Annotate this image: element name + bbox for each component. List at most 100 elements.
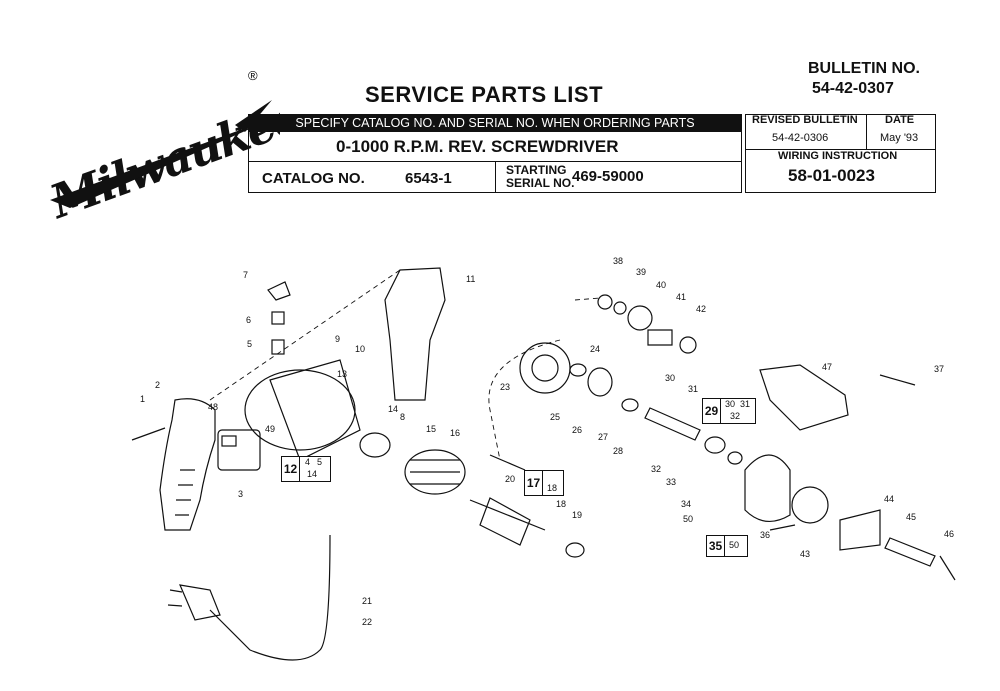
clutch-housing xyxy=(744,454,791,522)
callout-23: 23 xyxy=(500,382,510,392)
brush-holder xyxy=(267,281,291,301)
callout-38: 38 xyxy=(613,256,623,266)
callout-20: 20 xyxy=(505,474,515,484)
callout-39: 39 xyxy=(636,267,646,277)
callout-28: 28 xyxy=(613,446,623,456)
kit-12: 12 4 5 14 xyxy=(281,456,331,482)
bulletin-label: BULLETIN NO. xyxy=(808,60,920,77)
kit-sub-number: 4 xyxy=(305,457,311,467)
handle-housing xyxy=(159,398,216,531)
belt-hook xyxy=(759,364,849,431)
kit-sub-number: 30 xyxy=(725,399,736,409)
callout-3: 3 xyxy=(238,489,243,499)
revised-bulletin-label: REVISED BULLETIN xyxy=(752,114,858,126)
kit-main-number: 35 xyxy=(707,536,725,556)
bulletin-number: 54-42-0307 xyxy=(812,80,894,97)
gear-case-back xyxy=(384,267,446,401)
callout-16: 16 xyxy=(450,428,460,438)
callout-36: 36 xyxy=(760,530,770,540)
kit-35: 35 50 xyxy=(706,535,748,557)
switch xyxy=(217,429,261,471)
serial-box xyxy=(495,161,742,193)
cord xyxy=(209,534,331,661)
callout-40: 40 xyxy=(656,280,666,290)
brush-spring xyxy=(271,339,285,355)
callout-1: 1 xyxy=(140,394,145,404)
callout-14: 14 xyxy=(388,404,398,414)
product-name: 0-1000 R.P.M. REV. SCREWDRIVER xyxy=(336,137,619,156)
kit-sub-number: 50 xyxy=(729,540,740,550)
field-housing xyxy=(244,369,356,451)
kit-sub-number: 14 xyxy=(307,469,318,479)
callout-8: 8 xyxy=(400,412,405,422)
callout-41: 41 xyxy=(676,292,686,302)
milwaukee-logo: Milwaukee ® xyxy=(41,68,280,220)
kit-main-number: 29 xyxy=(703,399,721,423)
catalog-number: 6543-1 xyxy=(405,170,452,187)
serial-number: 469-59000 xyxy=(572,168,644,185)
callout-15: 15 xyxy=(426,424,436,434)
serial-label-line1: STARTING xyxy=(506,163,567,177)
callout-31: 31 xyxy=(688,384,698,394)
callout-22: 22 xyxy=(362,617,372,627)
kit-sub-number: 5 xyxy=(317,457,323,467)
callout-32: 32 xyxy=(651,464,661,474)
gear-large xyxy=(627,305,653,331)
callout-33: 33 xyxy=(666,477,676,487)
kit-main-number: 12 xyxy=(282,457,300,481)
callout-26: 26 xyxy=(572,425,582,435)
callout-24: 24 xyxy=(590,344,600,354)
clutch-ring xyxy=(791,486,829,524)
callout-11: 11 xyxy=(466,274,475,284)
callout-30: 30 xyxy=(665,373,675,383)
spindle xyxy=(644,407,701,441)
callout-46: 46 xyxy=(944,529,954,539)
registered-mark: ® xyxy=(248,68,258,83)
nose-piece xyxy=(839,509,881,551)
gear-case xyxy=(519,342,571,394)
callout-44: 44 xyxy=(884,494,894,504)
revised-bulletin-number: 54-42-0306 xyxy=(772,132,829,144)
callout-21: 21 xyxy=(362,596,372,606)
wiring-instruction-number: 58-01-0023 xyxy=(788,166,875,185)
gear xyxy=(587,367,613,397)
handle-screw xyxy=(131,427,166,441)
wiring-box xyxy=(745,149,936,193)
kit-17: 17 18 xyxy=(524,470,564,496)
date-value: May '93 xyxy=(880,132,919,144)
catalog-label: CATALOG NO. xyxy=(262,170,365,187)
kit-main-number: 17 xyxy=(525,471,543,495)
callout-42: 42 xyxy=(696,304,706,314)
bit-holder xyxy=(884,537,936,567)
callout-49: 49 xyxy=(265,424,275,434)
callout-5: 5 xyxy=(247,339,252,349)
callout-43: 43 xyxy=(800,549,810,559)
callout-6: 6 xyxy=(246,315,251,325)
specify-note: SPECIFY CATALOG NO. AND SERIAL NO. WHEN … xyxy=(248,114,742,132)
bearing xyxy=(359,432,391,458)
callout-27: 27 xyxy=(598,432,608,442)
kit-sub-number: 32 xyxy=(730,411,741,421)
callout-34: 34 xyxy=(681,499,691,509)
callout-25: 25 xyxy=(550,412,560,422)
serial-label-line2: SERIAL NO. xyxy=(506,176,575,190)
date-label: DATE xyxy=(885,114,915,126)
kit-sub-number: 18 xyxy=(547,483,558,493)
callout-2: 2 xyxy=(155,380,160,390)
callout-37: 37 xyxy=(934,364,944,374)
screw xyxy=(879,374,916,386)
callout-48: 48 xyxy=(208,402,218,412)
callout-50: 50 xyxy=(683,514,693,524)
callout-45: 45 xyxy=(906,512,916,522)
callout-7: 7 xyxy=(243,270,248,280)
callout-19: 19 xyxy=(572,510,582,520)
callout-10: 10 xyxy=(355,344,365,354)
page-title: SERVICE PARTS LIST xyxy=(365,82,604,107)
kit-sub-number: 31 xyxy=(740,399,751,409)
kit-29: 29 30 31 32 xyxy=(702,398,756,424)
callout-9: 9 xyxy=(335,334,340,344)
callout-13: 13 xyxy=(337,369,347,379)
armature xyxy=(469,497,546,546)
callout-47: 47 xyxy=(822,362,832,372)
